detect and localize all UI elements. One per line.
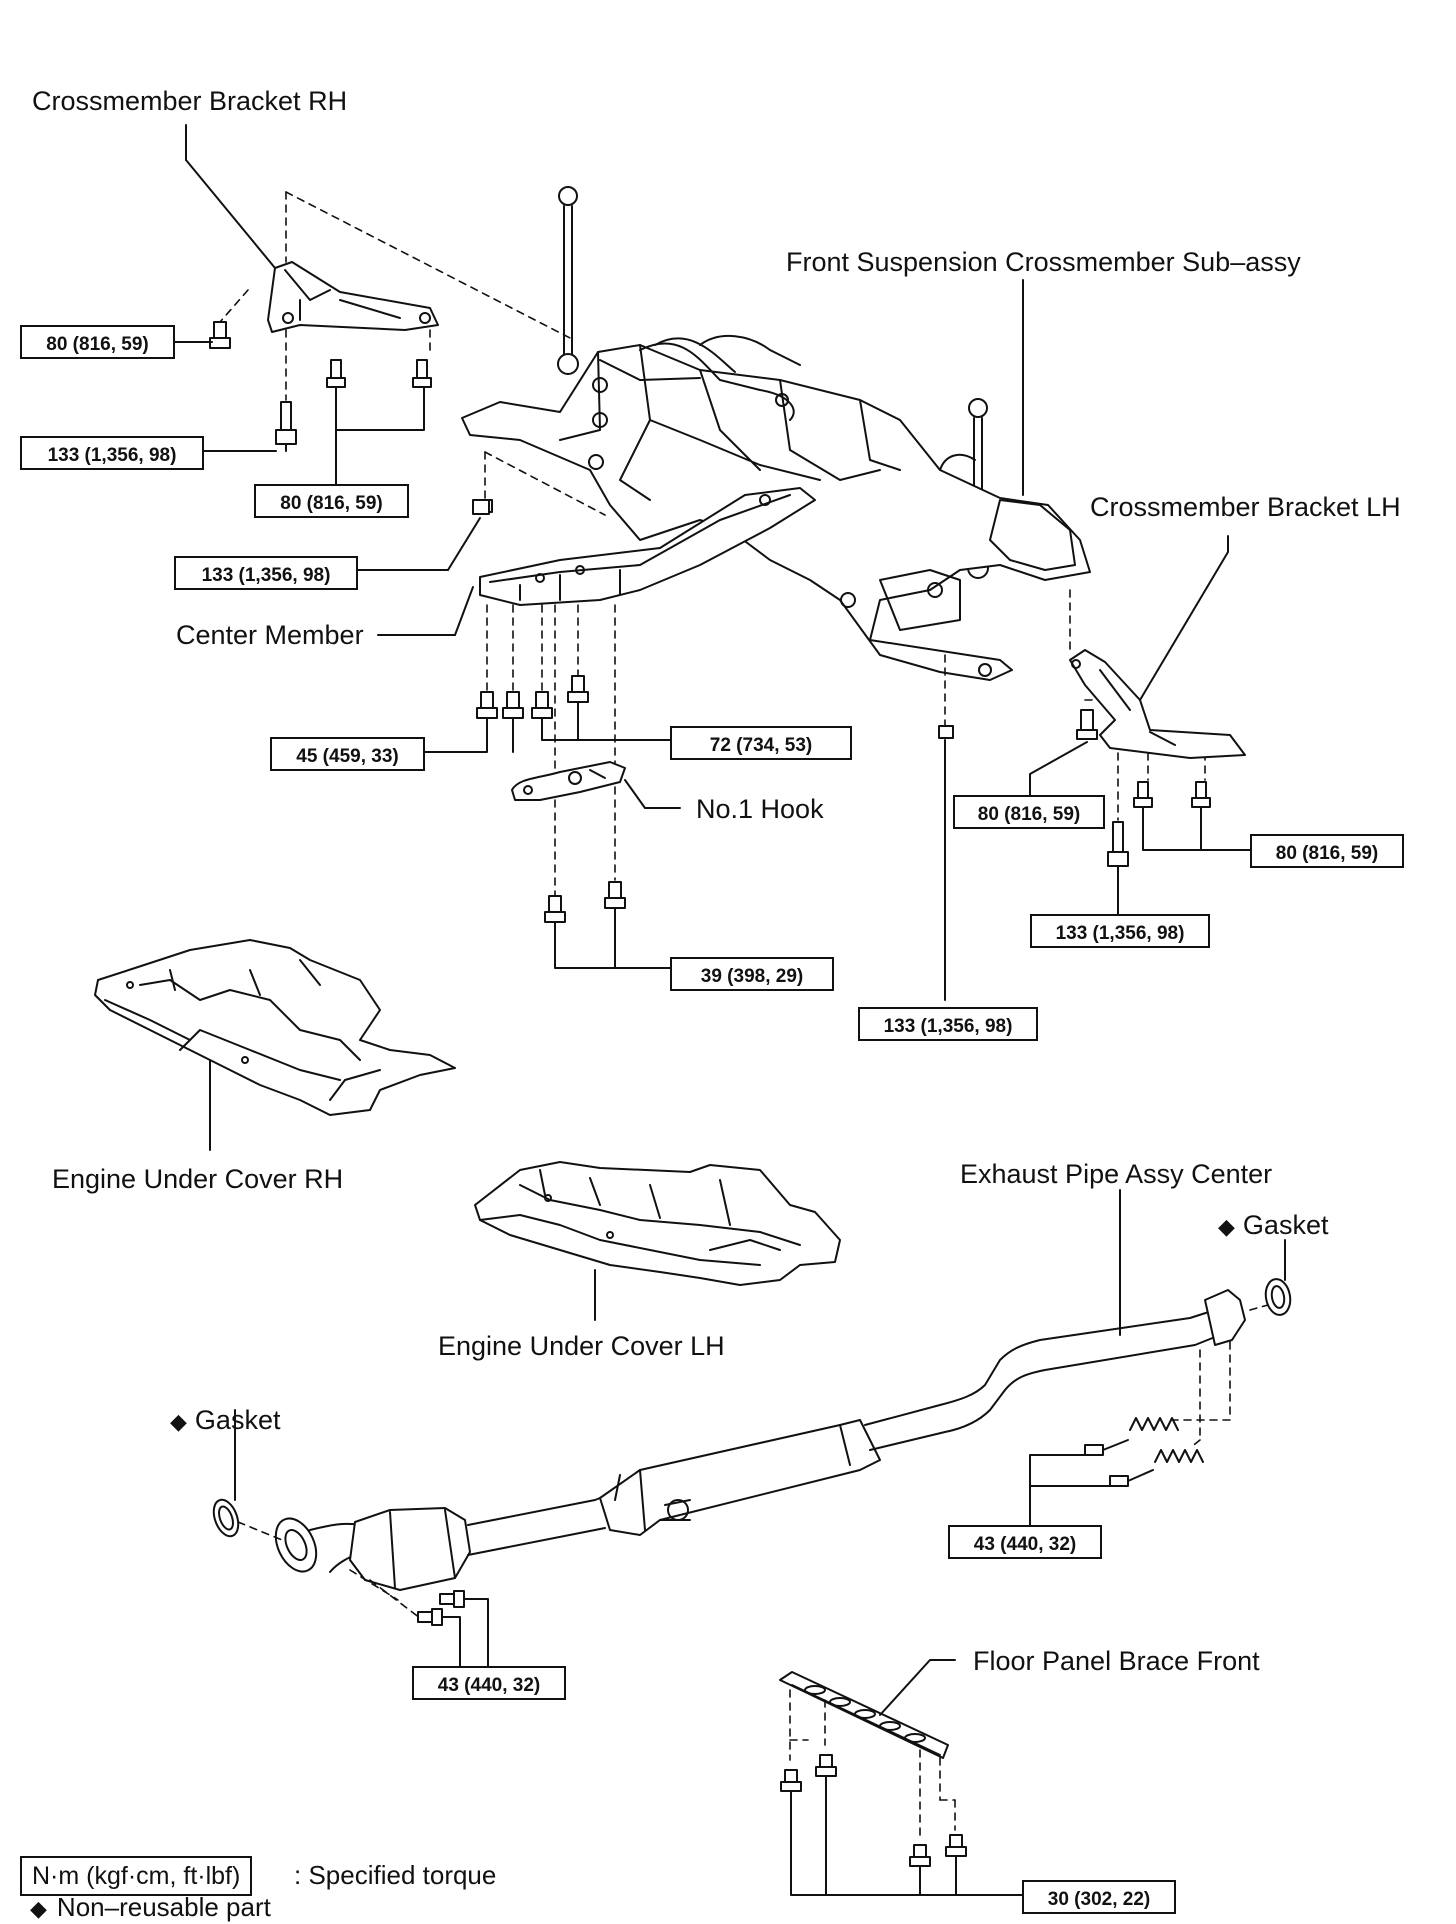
torque-box: 133 (1,356, 98) — [858, 1007, 1038, 1041]
torque-box: 80 (816, 59) — [953, 795, 1105, 829]
gasket-left-text: Gasket — [194, 1405, 281, 1435]
legend-nonreusable-desc: Non–reusable part — [56, 1892, 271, 1922]
torque-box: 39 (398, 29) — [670, 957, 834, 991]
label-gasket-right: ◆ Gasket — [1218, 1212, 1328, 1239]
torque-box: 45 (459, 33) — [270, 737, 425, 771]
center-member — [479, 487, 816, 606]
legend-nonreusable: ◆ Non–reusable part — [30, 1894, 271, 1920]
torque-box: 133 (1,356, 98) — [20, 436, 204, 470]
label-front-suspension-crossmember: Front Suspension Crossmember Sub–assy — [786, 247, 1301, 277]
engine-under-cover-rh — [94, 939, 456, 1116]
torque-box: 133 (1,356, 98) — [174, 556, 358, 590]
torque-box: 30 (302, 22) — [1022, 1880, 1176, 1914]
crossmember-bracket-lh — [1069, 649, 1246, 759]
torque-box: 80 (816, 59) — [254, 484, 409, 518]
nonreusable-diamond-icon: ◆ — [30, 1896, 47, 1921]
floor-panel-brace-front — [779, 1671, 949, 1759]
torque-box: 43 (440, 32) — [948, 1525, 1102, 1559]
label-center-member: Center Member — [176, 620, 364, 650]
label-no1-hook: No.1 Hook — [696, 794, 824, 824]
exhaust-springs — [1129, 1417, 1204, 1463]
exhaust-pipe-assy-center — [274, 1289, 1246, 1591]
torque-box: 80 (816, 59) — [1250, 834, 1404, 868]
gasket-rings — [212, 1278, 1292, 1538]
label-crossmember-bracket-rh: Crossmember Bracket RH — [32, 86, 348, 116]
label-floor-panel-brace-front: Floor Panel Brace Front — [973, 1646, 1260, 1676]
legend-torque-unit: N·m (kgf·cm, ft·lbf) — [20, 1856, 253, 1896]
engine-under-cover-lh — [474, 1161, 841, 1286]
label-exhaust-pipe-assy-center: Exhaust Pipe Assy Center — [960, 1159, 1273, 1189]
no1-hook — [511, 761, 626, 801]
nonreusable-diamond-icon: ◆ — [170, 1409, 187, 1434]
crossmember-bracket-rh — [267, 261, 439, 333]
torque-box: 80 (816, 59) — [20, 325, 175, 359]
nonreusable-diamond-icon: ◆ — [1218, 1214, 1235, 1239]
torque-box: 133 (1,356, 98) — [1030, 914, 1210, 948]
label-engine-under-cover-rh: Engine Under Cover RH — [52, 1164, 344, 1194]
gasket-right-text: Gasket — [1242, 1210, 1329, 1240]
torque-box: 43 (440, 32) — [412, 1666, 566, 1700]
bolts-center — [476, 675, 954, 923]
label-crossmember-bracket-lh: Crossmember Bracket LH — [1090, 492, 1401, 522]
legend-torque-desc: : Specified torque — [294, 1860, 497, 1890]
torque-box: 72 (734, 53) — [670, 726, 852, 760]
label-gasket-left: ◆ Gasket — [170, 1407, 280, 1434]
label-engine-under-cover-lh: Engine Under Cover LH — [438, 1331, 725, 1361]
